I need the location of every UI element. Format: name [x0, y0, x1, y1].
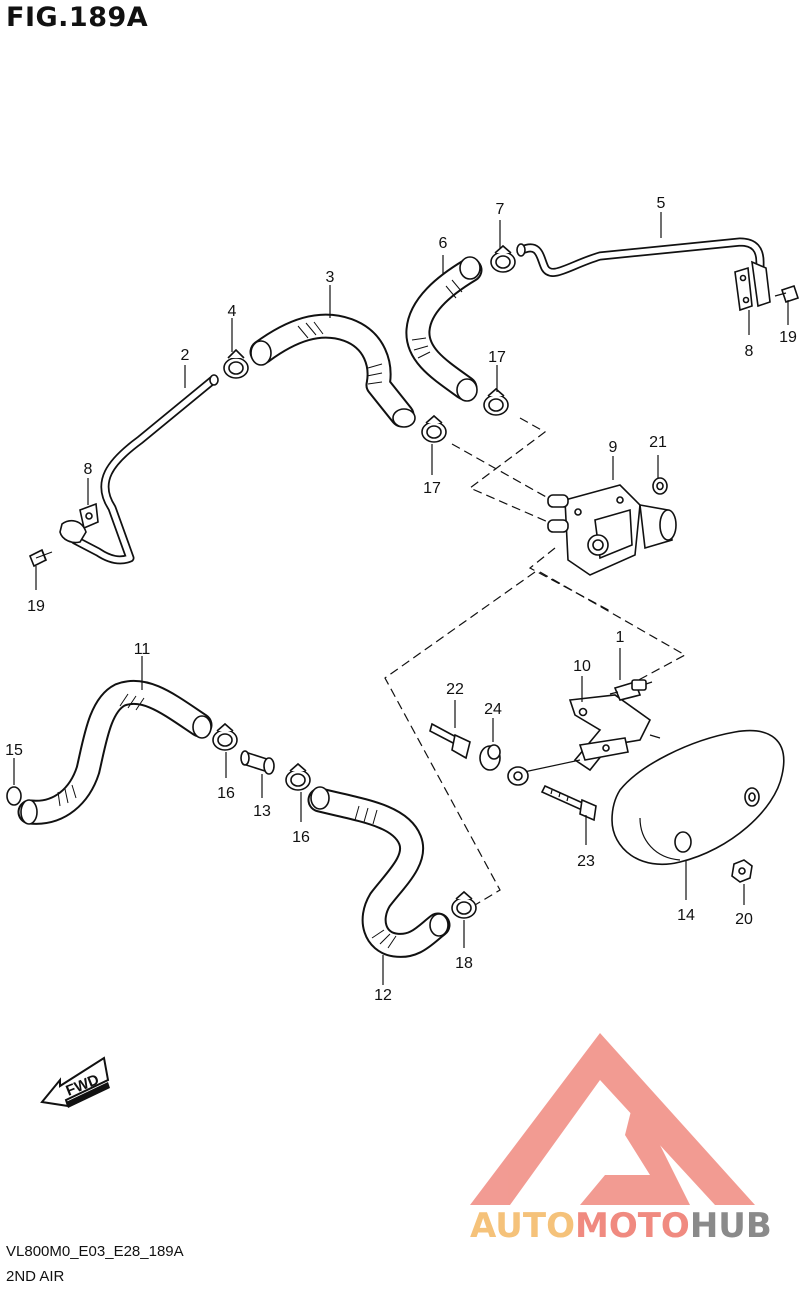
callout-17-upper: 17	[488, 349, 506, 366]
callout-17-lower: 17	[423, 480, 441, 497]
joint-13	[240, 750, 275, 775]
callout-18: 18	[455, 955, 473, 972]
callout-2: 2	[181, 347, 190, 364]
nipple-1	[609, 679, 653, 701]
assembly-dashed-lines	[384, 417, 687, 906]
bolt-23	[540, 784, 597, 822]
figure-code: VL800M0_E03_E28_189A	[6, 1243, 184, 1260]
clamp-16-right	[285, 762, 311, 791]
clamp-16-left	[212, 722, 238, 751]
clamp-17-lower	[421, 414, 447, 443]
callout-19-right: 19	[779, 329, 797, 346]
callout-13: 13	[253, 803, 271, 820]
callout-23: 23	[577, 853, 595, 870]
bolt-22	[429, 722, 471, 760]
clamp-4	[223, 348, 249, 379]
watermark-auto: AUTO	[470, 1206, 575, 1246]
callout-19-left: 19	[27, 598, 45, 615]
bracket-8-right	[734, 260, 771, 312]
callout-15: 15	[5, 742, 23, 759]
leader-lines	[13, 212, 789, 985]
figure-title: FIG.189A	[6, 2, 149, 33]
hose-3	[249, 313, 416, 428]
logo-triangle-inner	[580, 1095, 690, 1205]
callout-16-right: 16	[292, 829, 310, 846]
callout-6: 6	[439, 235, 448, 252]
callout-21: 21	[649, 434, 667, 451]
ring-15	[6, 786, 22, 806]
callout-24: 24	[484, 701, 502, 718]
hose-6	[405, 256, 483, 402]
callout-12: 12	[374, 987, 392, 1004]
fwd-arrow-icon: FWD	[40, 1056, 110, 1108]
valve-9	[547, 484, 677, 576]
figure-description: 2ND AIR	[6, 1268, 65, 1285]
bracket-10	[507, 694, 661, 786]
callout-11: 11	[134, 641, 151, 658]
callout-labels: 1 2 3 4 5 6 7 8 8 9 10 11 12 13 14 15 16…	[5, 195, 797, 1004]
callout-7: 7	[496, 201, 505, 218]
bolt-19-left	[28, 548, 53, 568]
hose-11	[17, 679, 213, 825]
watermark-moto: MOTO	[575, 1206, 690, 1246]
clamp-7	[490, 244, 516, 273]
clamp-18	[451, 890, 477, 919]
callout-16-left: 16	[217, 785, 235, 802]
callout-9: 9	[609, 439, 618, 456]
logo-triangle-outer	[470, 1033, 755, 1205]
nut-20	[731, 859, 753, 883]
bolt-19-right	[774, 284, 800, 304]
clamp-17-upper	[483, 387, 509, 416]
watermark-hub: HUB	[690, 1206, 772, 1246]
callout-10: 10	[573, 658, 591, 675]
callout-8-left: 8	[84, 461, 93, 478]
pipe-5	[516, 237, 765, 295]
callout-3: 3	[326, 269, 335, 286]
valve-body-14	[611, 730, 785, 866]
bracket-8-left	[59, 502, 99, 544]
cushion-24	[479, 744, 501, 771]
pipe-2	[70, 374, 219, 565]
callout-20: 20	[735, 911, 753, 928]
callout-1: 1	[616, 629, 625, 646]
callout-22: 22	[446, 681, 464, 698]
watermark-logo-icon	[470, 1033, 755, 1205]
automotohub-watermark: AUTOMOTOHUB	[470, 1033, 772, 1246]
callout-5: 5	[657, 195, 666, 212]
callout-8-right: 8	[745, 343, 754, 360]
hose-12	[307, 786, 451, 958]
washer-21	[652, 477, 668, 495]
callout-4: 4	[228, 303, 237, 320]
callout-14: 14	[677, 907, 695, 924]
svg-text:AUTOMOTOHUB: AUTOMOTOHUB	[470, 1206, 772, 1246]
